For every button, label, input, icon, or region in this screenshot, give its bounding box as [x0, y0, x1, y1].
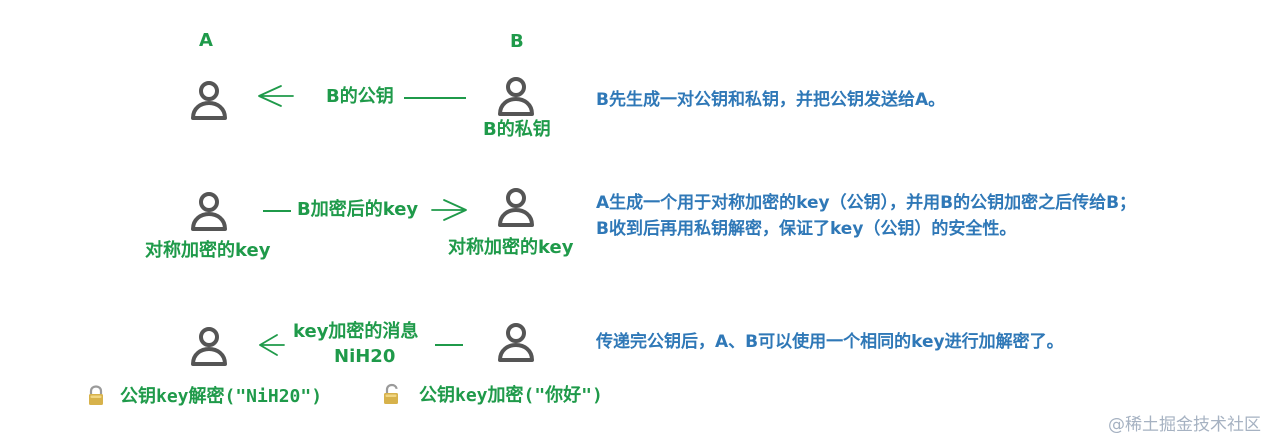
person-icon — [191, 192, 227, 231]
row2-note-line1: A生成一个用于对称加密的key（公钥），并用B的公钥加密之后传给B； — [596, 193, 1137, 213]
row3-arrow-label-line2: NiH20 — [334, 346, 396, 367]
party-a-label: A — [199, 30, 213, 51]
row1-arrow-line — [404, 97, 466, 99]
person-icon — [498, 188, 534, 227]
person-icon — [191, 81, 227, 120]
person-icon — [191, 327, 227, 366]
arrow-right-icon — [431, 199, 467, 221]
left-bottom-text: 公钥key解密("NiH20") — [120, 386, 323, 407]
right-bottom-text: 公钥key加密("你好") — [419, 385, 603, 406]
arrow-left-icon — [258, 85, 294, 107]
person-icon — [498, 77, 534, 116]
row3-note: 传递完公钥后，A、B可以使用一个相同的key进行加解密了。 — [596, 332, 1064, 352]
lock-closed-icon — [89, 385, 103, 405]
row1-note: B先生成一对公钥和私钥，并把公钥发送给A。 — [596, 90, 946, 110]
row2-right-caption: 对称加密的key — [448, 237, 574, 258]
row2-arrow-label: B加密后的key — [297, 199, 419, 220]
watermark-text: @稀土掘金技术社区 — [1108, 415, 1261, 435]
lock-open-icon — [384, 383, 398, 404]
arrow-left-icon — [259, 334, 285, 356]
row1-arrow-label: B的公钥 — [326, 86, 394, 107]
row2-note-line2: B收到后再用私钥解密，保证了key（公钥）的安全性。 — [596, 219, 1017, 239]
party-b-label: B — [510, 31, 524, 52]
row2-left-caption: 对称加密的key — [145, 240, 271, 261]
row3-arrow-line — [435, 344, 463, 346]
row1-right-caption: B的私钥 — [483, 119, 551, 140]
row3-arrow-label-line1: key加密的消息 — [293, 321, 419, 342]
person-icon — [498, 323, 534, 362]
row2-arrow-line — [263, 210, 291, 212]
